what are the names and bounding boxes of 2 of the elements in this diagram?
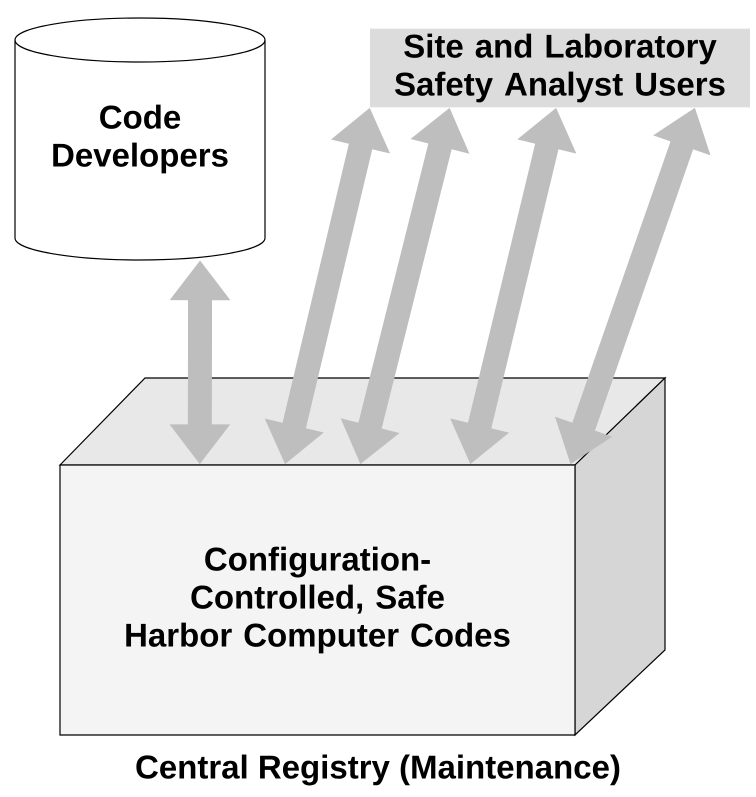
text-label: Site and Laboratory Safety Analyst Users xyxy=(370,28,750,108)
caption-text: Central Registry (Maintenance) xyxy=(136,754,620,786)
